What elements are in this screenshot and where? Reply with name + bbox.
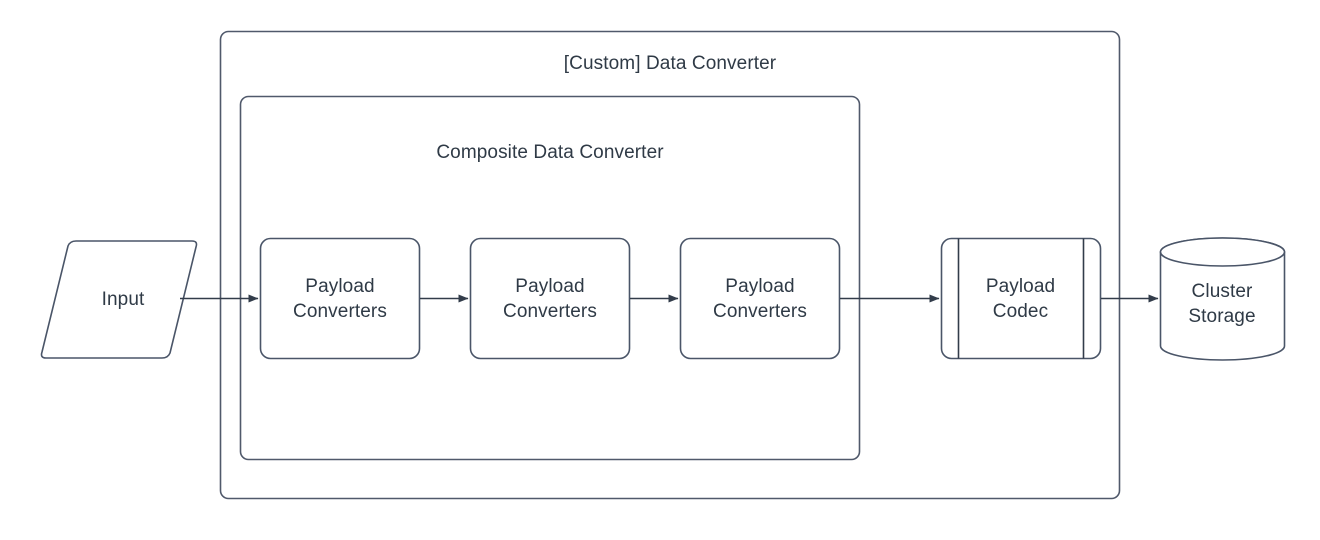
node-payload-converters-2-shape[interactable] — [469, 237, 631, 360]
container-composite-data-converter[interactable] — [239, 95, 861, 461]
node-payload-codec-shape[interactable] — [940, 237, 1102, 360]
node-cluster-storage-shape[interactable] — [1159, 237, 1286, 361]
node-input-label: Input — [101, 289, 145, 310]
container-custom-data-converter[interactable] — [219, 30, 1121, 500]
node-payload-codec-label: Payload Codec — [985, 275, 1056, 322]
node-payload-converters-1-label: Payload Converters — [293, 275, 387, 322]
node-payload-converters-2-label: Payload Converters — [503, 275, 597, 322]
container-custom-data-converter-title: [Custom] Data Converter — [563, 53, 777, 74]
node-payload-converters-3-shape[interactable] — [679, 237, 841, 360]
node-input-shape[interactable] — [40, 240, 198, 359]
node-payload-converters-1-shape[interactable] — [259, 237, 421, 360]
node-payload-converters-3-label: Payload Converters — [713, 275, 807, 322]
container-composite-data-converter-title: Composite Data Converter — [436, 142, 664, 163]
node-cluster-storage-label: Cluster Storage — [1188, 281, 1256, 327]
